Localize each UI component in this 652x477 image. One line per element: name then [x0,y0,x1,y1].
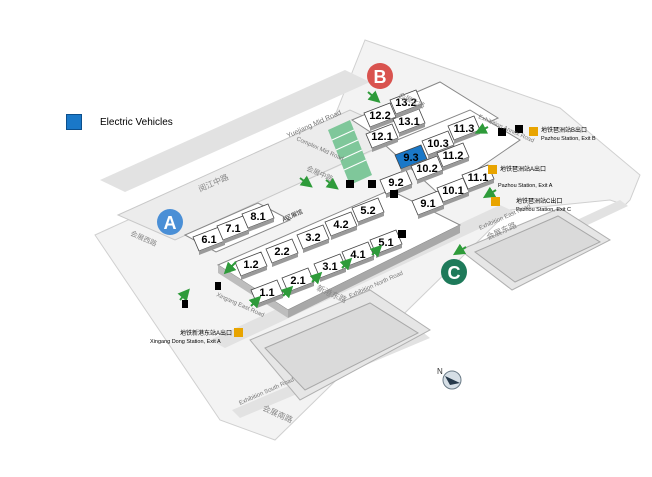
hall-8-1[interactable]: 8.1 [241,203,275,232]
hall-label: 5.1 [378,237,393,249]
hall-label: 10.1 [442,185,463,197]
hall-label: 12.2 [369,110,390,122]
building-south-inner [264,302,420,391]
hall-12-2[interactable]: 12.2 [363,102,397,131]
hall-12-1[interactable]: 12.1 [365,123,399,152]
hall-label: 10.3 [427,138,448,150]
hall-box-side [376,244,402,258]
hall-box-side [372,138,398,152]
legend: Electric Vehicles [66,114,173,130]
hall-box-side [248,218,274,232]
metro-icons [234,127,538,337]
hall-label: 10.2 [416,163,437,175]
station-pazhou-c-cn: 地铁琶洲站C出口 [516,197,562,205]
hall-label: 2.1 [290,275,305,287]
hall-13-2[interactable]: 13.2 [389,89,423,118]
hall-label: 3.1 [322,261,337,273]
hall-box-side [454,130,480,144]
hall-label: 6.1 [201,234,216,246]
station-pazhou-c-en: Pazhou Station, Exit C [516,207,571,213]
hall-box-side [443,192,469,206]
hall-box-side [399,123,425,137]
station-pazhou-b-en: Pazhou Station, Exit B [541,136,596,142]
hall-box-side [223,230,249,244]
hall-label: 5.2 [360,205,375,217]
hall-11-3[interactable]: 11.3 [447,115,481,144]
hall-7-1[interactable]: 7.1 [216,215,250,244]
access-arrows [177,90,497,309]
hall-box-side [358,212,384,226]
hall-6-1[interactable]: 6.1 [192,226,226,255]
hall-3-2[interactable]: 3.2 [296,224,330,253]
hall-layer: 1.1 1.2 2.1 2.2 3.1 3.2 4.1 4.2 5.1 5.2 6.1 7.1 8.1 9… [192,89,495,308]
hall-label: 9.1 [420,198,435,210]
hall-box-side [331,226,357,240]
hall-label: 13.1 [398,116,419,128]
hall-box-side [396,104,422,118]
entrance-b-letter: B [374,67,387,87]
station-xingang-cn: 地铁新港东站A出口 [180,329,232,337]
compass-north: N [437,367,443,376]
hall-4-2[interactable]: 4.2 [324,211,358,240]
entrance-a-letter: A [164,213,177,233]
station-pazhou-b-cn: 地铁琶洲站B出口 [541,126,587,134]
hall-5-2[interactable]: 5.2 [351,197,385,226]
hall-label: 11.1 [468,172,489,184]
hall-13-1[interactable]: 13.1 [392,108,426,137]
hall-label: 1.1 [259,287,274,299]
hall-label: 4.2 [333,219,348,231]
green-stairs [328,120,372,185]
hall-11-1[interactable]: 11.1 [461,164,495,193]
hall-label: 9.3 [403,152,418,164]
hall-box-side [443,157,469,171]
station-pazhou-a-en: Pazhou Station, Exit A [498,183,553,189]
hall-box-side [303,239,329,253]
hall-box-side [348,256,374,270]
hall-box-side [417,170,443,184]
escalator-icons [182,125,523,308]
hall-label: 3.2 [305,232,320,244]
hall-box-side [272,253,298,267]
hall-box-side [241,266,267,280]
hall-box-side [199,241,225,255]
hall-10-2[interactable]: 10.2 [410,155,444,184]
legend-swatch [66,114,82,130]
hall-label: 2.2 [274,246,289,258]
station-xingang-en: Xingang Dong Station, Exit A [150,339,221,345]
hall-label: 12.1 [371,131,392,143]
entrance-c-letter: C [448,263,461,283]
entrance-b[interactable]: B [367,63,393,89]
hall-box-side [320,268,346,282]
hall-box-side [418,205,444,219]
hall-box-side [257,294,283,308]
hall-box-side [288,282,314,296]
hall-label: 7.1 [225,223,240,235]
hall-label: 11.3 [454,123,475,135]
entrance-c[interactable]: C [441,259,467,285]
hall-1-2[interactable]: 1.2 [234,251,268,280]
hall-11-2[interactable]: 11.2 [436,142,470,171]
legend-label: Electric Vehicles [100,116,173,128]
hall-box-side [370,117,396,131]
hall-box-side [468,179,494,193]
building-east-inner [474,215,602,283]
hall-9-1[interactable]: 9.1 [411,190,445,219]
hall-label: 9.2 [388,177,403,189]
hall-label: 1.2 [243,259,258,271]
hall-2-2[interactable]: 2.2 [265,238,299,267]
entrance-a[interactable]: A [157,209,183,235]
hall-label: 8.1 [250,211,265,223]
hall-label: 4.1 [350,249,365,261]
hall-platform-front [288,225,460,318]
hall-label: 13.2 [395,97,416,109]
station-pazhou-a-cn: 地铁琶洲站A出口 [500,165,546,173]
hall-label: 11.2 [443,150,464,162]
road-yuejiang [100,70,370,192]
compass: N [437,367,462,390]
